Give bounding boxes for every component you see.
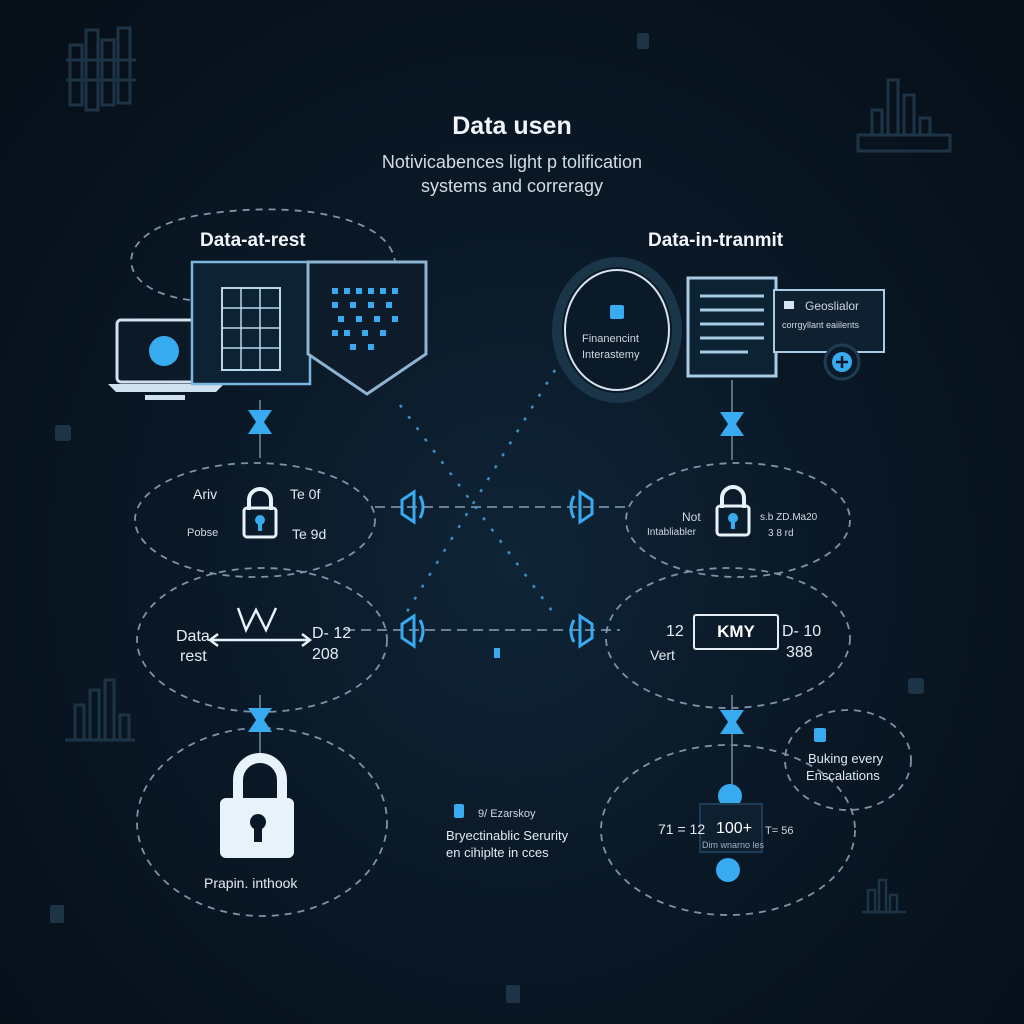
cross-line-a — [398, 404, 557, 616]
bg-building-icon — [66, 26, 136, 112]
left-lock-ellipse — [134, 462, 376, 578]
right-lock-label-c: s.b ZD.Ma20 — [760, 512, 818, 523]
bottom-node-left: 71 = 12 — [658, 821, 706, 837]
card-subtitle: corrgyllant eaiilents — [782, 320, 860, 330]
left-bottom-ellipse — [136, 727, 388, 917]
bg-person-icon — [50, 33, 924, 1003]
right-tag-code-b: 388 — [786, 644, 813, 661]
lock-icon-left — [242, 487, 278, 539]
wave-arrow-icon — [207, 607, 313, 647]
add-circle-icon — [823, 343, 861, 381]
connector-node-icon — [248, 410, 744, 734]
bottom-node-caption: Dim wnarno les — [702, 840, 765, 850]
left-wave-code-b: 208 — [312, 646, 339, 663]
left-lock-label-c: Te 0f — [290, 486, 321, 502]
right-lock-label-b: Intabliabler — [647, 527, 696, 538]
subtitle-line-2: systems and correragy — [420, 176, 604, 196]
left-lock-label-d: Te 9d — [292, 526, 327, 542]
server-grid-icon — [190, 260, 312, 386]
side-bubble-ellipse — [784, 709, 912, 811]
bottom-node-right: T= 56 — [765, 825, 794, 837]
center-note-line-2: Bryectinablic Serurity — [446, 828, 569, 843]
document-icon — [686, 276, 778, 378]
bg-bar-chart-icon — [65, 678, 135, 742]
left-wave-label-a: Data — [176, 628, 210, 645]
left-lock-label-a: Ariv — [193, 486, 218, 502]
signal-icon — [400, 489, 594, 649]
right-lock-label-d: 3 8 rd — [768, 528, 794, 539]
right-tag-ellipse — [605, 567, 851, 709]
center-note-line-1: 9/ Ezarskoy — [478, 808, 536, 820]
laptop-icon — [108, 318, 224, 400]
right-tag-prefix: 12 — [666, 623, 684, 640]
right-lock-ellipse — [625, 462, 851, 578]
finance-circle-icon — [552, 257, 682, 403]
side-bubble-line-2: Enscalations — [806, 768, 880, 783]
right-bottom-ellipse — [600, 744, 856, 916]
card-title: Geoslialor — [805, 299, 860, 313]
geoslialor-card — [773, 289, 885, 353]
bottom-node-center: 100+ — [716, 820, 753, 837]
small-lock-icon — [454, 648, 826, 818]
left-section-title: Data-at-rest — [200, 230, 306, 251]
lock-icon-right — [715, 485, 751, 537]
bg-chart-icon — [856, 78, 952, 153]
left-bottom-label: Prapin. inthook — [204, 875, 298, 891]
side-bubble-line-1: Buking every — [808, 751, 884, 766]
kmy-tag: KMY — [693, 614, 779, 650]
bg-small-chart-icon — [862, 878, 906, 914]
cross-line-b — [403, 369, 557, 616]
top-left-dashed-arc — [130, 208, 396, 301]
page-title: Data usen — [452, 112, 572, 140]
center-note-line-3: en cihiplte in cces — [446, 845, 549, 860]
shield-icon — [306, 260, 428, 396]
left-lock-label-b: Pobse — [187, 527, 219, 539]
right-tag-code-a: D- 10 — [782, 623, 822, 640]
bottom-right-stack-icon — [699, 784, 763, 882]
left-wave-label-b: rest — [180, 648, 207, 665]
right-section-title: Data-in-tranmit — [648, 230, 784, 251]
right-tag-label: Vert — [650, 647, 675, 663]
finance-circle-label-2: Interastemy — [582, 349, 640, 361]
subtitle-line-1: Notivicabences light p tolification — [381, 152, 643, 172]
lock-icon-large — [220, 753, 294, 858]
finance-circle-label-1: Finanencint — [582, 333, 639, 345]
right-lock-label-a: Not — [682, 510, 701, 524]
left-wave-code-a: D- 12 — [312, 625, 352, 642]
